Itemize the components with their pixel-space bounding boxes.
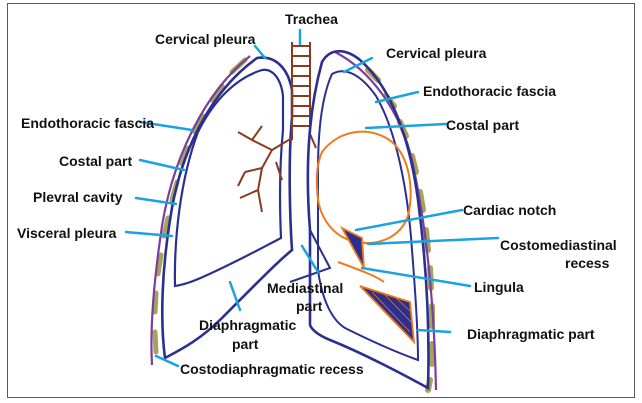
label-diaphragmatic-part-left-2: part [232, 336, 259, 352]
label-endothoracic-fascia-left: Endothoracic fascia [21, 115, 154, 131]
label-diaphragmatic-part-right: Diaphragmatic part [467, 326, 595, 342]
left-parietal-pleura [162, 58, 292, 358]
left-visceral-pleura [175, 70, 283, 286]
label-costal-part-left: Costal part [59, 153, 132, 169]
trachea-drawing [238, 42, 316, 212]
costodiaphragmatic-recess-shape [360, 286, 414, 342]
costomediastinal-recess-shape [342, 228, 364, 268]
label-diaphragmatic-part-left-1: Diaphragmatic [199, 317, 296, 333]
label-mediastinal-part-1: Mediastinal [267, 280, 343, 296]
label-cardiac-notch: Cardiac notch [463, 202, 556, 218]
label-trachea: Trachea [285, 11, 338, 27]
label-costomediastinal-recess-1: Costomediastinal [500, 237, 617, 253]
label-plevral-cavity: Plevral cavity [33, 189, 123, 205]
label-visceral-pleura: Visceral pleura [17, 225, 117, 241]
label-costodiaphragmatic-recess: Costodiaphragmatic recess [180, 361, 364, 377]
label-mediastinal-part-2: part [296, 298, 323, 314]
label-lingula: Lingula [474, 279, 524, 295]
label-endothoracic-fascia-right: Endothoracic fascia [423, 83, 556, 99]
label-costal-part-right: Costal part [446, 117, 519, 133]
label-cervical-pleura-left: Cervical pleura [155, 31, 256, 47]
label-costomediastinal-recess-2: recess [565, 255, 610, 271]
label-cervical-pleura-right: Cervical pleura [386, 45, 487, 61]
lingula-line [338, 262, 384, 282]
